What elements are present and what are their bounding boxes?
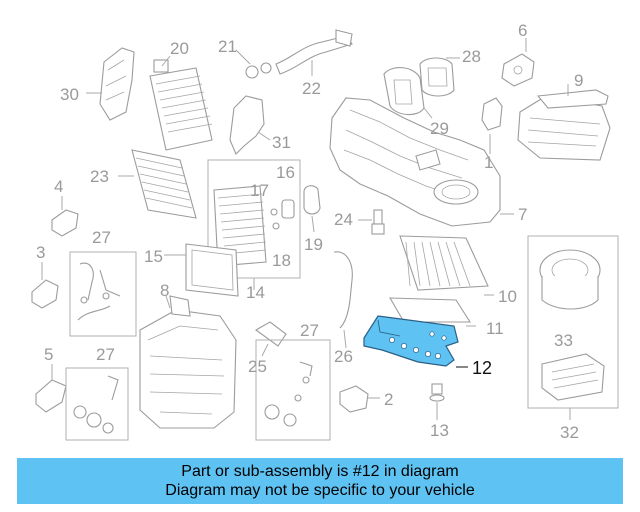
- part-5: [35, 364, 67, 413]
- callout-7: 7: [518, 205, 527, 224]
- callout-31: 31: [272, 133, 291, 152]
- part-19: [303, 185, 321, 233]
- part-9: [517, 84, 611, 161]
- part-25: [254, 321, 287, 357]
- part-27-group-b: [65, 367, 129, 441]
- callout-4: 4: [54, 177, 63, 196]
- part-22: [275, 29, 353, 76]
- part-10: [399, 235, 494, 296]
- callout-12-highlighted: 12: [472, 358, 492, 378]
- callout-30: 30: [60, 85, 79, 104]
- callout-10: 10: [498, 287, 517, 306]
- part-21: [235, 49, 272, 79]
- part-6: [501, 38, 535, 87]
- part-24: [358, 209, 385, 235]
- callout-8: 8: [160, 281, 169, 300]
- callout-5: 5: [44, 345, 53, 364]
- part-12-highlighted[interactable]: [363, 315, 468, 368]
- part-8: [139, 295, 237, 429]
- callout-21: 21: [218, 37, 237, 56]
- callout-27a: 27: [92, 228, 111, 247]
- part-31: [229, 95, 271, 155]
- part-1: [481, 97, 503, 154]
- callout-23: 23: [90, 167, 109, 186]
- callout-16: 16: [276, 163, 295, 182]
- callout-33: 33: [554, 331, 573, 350]
- callout-29: 29: [430, 119, 449, 138]
- callout-28: 28: [462, 47, 481, 66]
- callout-32: 32: [560, 423, 579, 442]
- callout-18: 18: [272, 251, 291, 270]
- callout-25: 25: [248, 357, 267, 376]
- callout-1: 1: [484, 153, 493, 172]
- part-20: [149, 55, 213, 151]
- callout-27c: 27: [300, 321, 319, 340]
- callout-labels: 30 20 21 22 28 6 9 29 31 1 23 16 17 4 24…: [36, 21, 583, 442]
- callout-3: 3: [36, 243, 45, 262]
- callout-24: 24: [334, 210, 353, 229]
- callout-2: 2: [384, 390, 393, 409]
- part-27-group-c: [255, 339, 331, 441]
- callout-26: 26: [334, 347, 353, 366]
- callout-11: 11: [486, 319, 504, 338]
- part-14: [207, 159, 301, 290]
- callout-20: 20: [170, 39, 189, 58]
- info-banner: Part or sub-assembly is #12 in diagram D…: [17, 458, 623, 504]
- callout-27b: 27: [96, 345, 115, 364]
- part-29: [383, 67, 433, 119]
- part-30: [86, 47, 135, 121]
- part-7: [329, 97, 514, 227]
- part-2: [339, 385, 380, 413]
- part-26: [333, 251, 353, 349]
- banner-line-2: Diagram may not be specific to your vehi…: [165, 482, 475, 499]
- callout-6: 6: [518, 21, 527, 40]
- parts-diagram: 30 20 21 22 28 6 9 29 31 1 23 16 17 4 24…: [31, 21, 619, 442]
- part-32: [527, 235, 619, 420]
- part-23: [118, 149, 197, 219]
- callout-22: 22: [302, 79, 321, 98]
- banner-line-1: Part or sub-assembly is #12 in diagram: [181, 463, 459, 480]
- callout-15: 15: [144, 247, 163, 266]
- part-11: [389, 297, 476, 327]
- part-13: [429, 383, 445, 420]
- part-33: [541, 353, 605, 401]
- callout-19: 19: [304, 235, 323, 254]
- callout-14: 14: [246, 283, 265, 302]
- part-27-group-a: [69, 251, 137, 337]
- callout-9: 9: [574, 71, 583, 90]
- part-28: [419, 57, 460, 97]
- part-4: [51, 196, 79, 237]
- part-15: [164, 243, 239, 297]
- callout-17: 17: [250, 181, 269, 200]
- part-3: [31, 262, 59, 309]
- callout-13: 13: [430, 421, 449, 440]
